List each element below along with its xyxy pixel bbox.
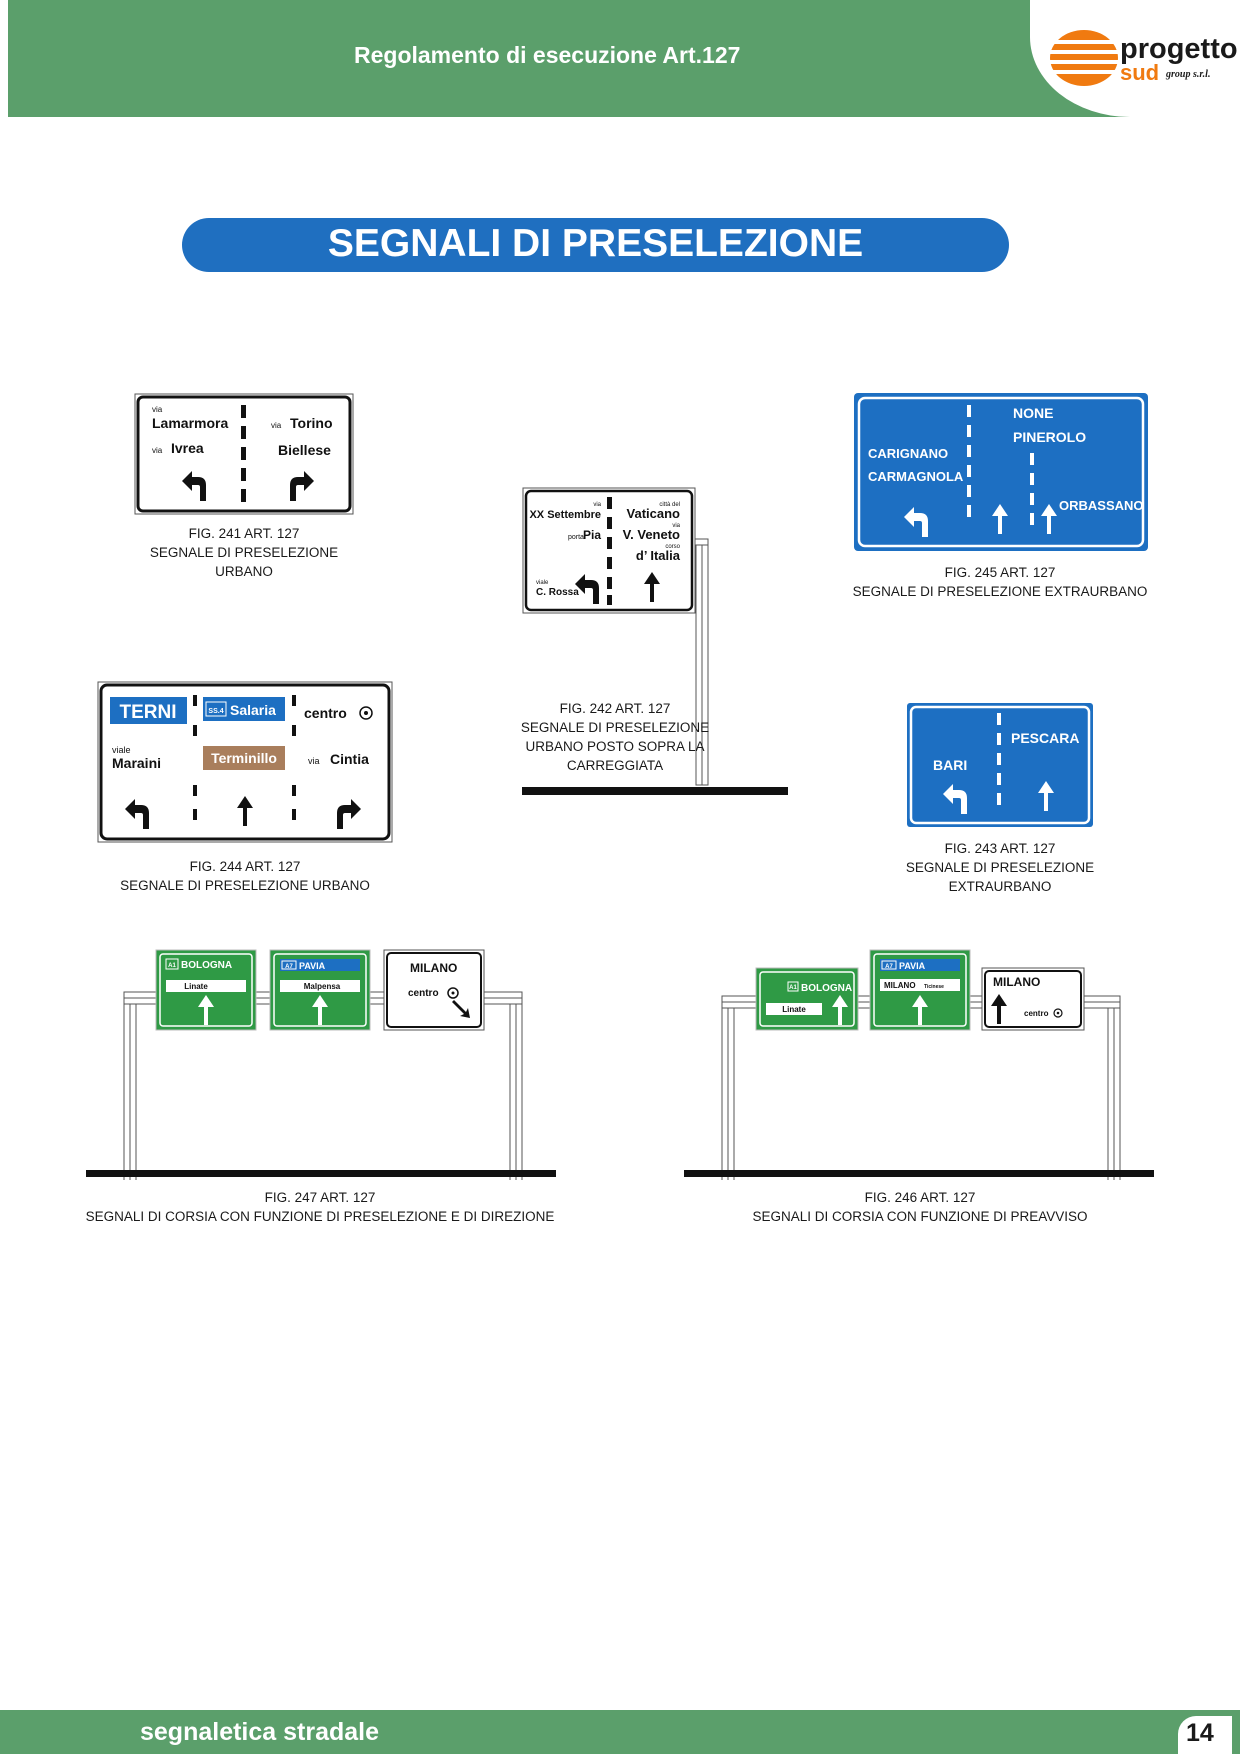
fig244-terni: TERNI xyxy=(120,702,177,723)
footer-text: segnaletica stradale xyxy=(140,1718,380,1746)
fig247-bologna: BOLOGNA xyxy=(181,960,232,971)
fig245-sign: NONE PINEROLO CARIGNANO CARMAGNOLA ORBAS… xyxy=(854,393,1148,551)
fig242-xx-settembre: XX Settembre xyxy=(529,509,601,521)
centro-target-icon xyxy=(359,706,373,720)
fig242-porta: porta xyxy=(568,534,584,541)
fig246-milano2: MILANO xyxy=(993,975,1040,989)
fig246-a7: A7 xyxy=(885,964,893,970)
page-footer xyxy=(0,1710,1240,1754)
fig241-via2: via xyxy=(271,421,282,430)
fig246-pavia: PAVIA xyxy=(899,961,926,971)
fig243-pescara: PESCARA xyxy=(1011,730,1079,746)
fig243-bari: BARI xyxy=(933,757,967,773)
logo-sud: sud xyxy=(1120,60,1160,85)
fig242-c-rossa: C. Rossa xyxy=(536,587,579,598)
fig241-lamarmora: Lamarmora xyxy=(152,415,228,431)
fig242-pia: Pia xyxy=(583,528,601,542)
fig241-torino: Torino xyxy=(290,415,333,431)
fig241-biellese: Biellese xyxy=(278,442,331,458)
fig246-ticinese: Ticinese xyxy=(924,984,944,990)
centro-target-icon xyxy=(447,987,459,999)
fig245-pinerolo: PINEROLO xyxy=(1013,429,1086,445)
fig244-via: via xyxy=(308,756,320,766)
fig244-maraini: Maraini xyxy=(112,755,161,771)
fig247-a7: A7 xyxy=(285,964,293,970)
fig244-ss4: SS.4 xyxy=(208,708,223,715)
fig246-milano: MILANO xyxy=(884,981,916,990)
fig242-viale: viale xyxy=(536,580,549,586)
fig247-malpensa: Malpensa xyxy=(304,982,341,991)
fig246-linate: Linate xyxy=(782,1005,806,1014)
fig244-terminillo: Terminillo xyxy=(211,750,277,766)
fig242-v-veneto: V. Veneto xyxy=(623,527,680,542)
fig247-milano: MILANO xyxy=(410,961,457,975)
header-title: Regolamento di esecuzione Art.127 xyxy=(354,42,741,68)
fig245-orbassano: ORBASSANO xyxy=(1059,498,1144,513)
fig242-citta-del: città del xyxy=(659,502,680,508)
fig245-carmagnola: CARMAGNOLA xyxy=(868,469,964,484)
fig247-linate: Linate xyxy=(184,982,208,991)
fig244-sign: TERNI SS.4 Salaria centro viale Maraini … xyxy=(97,681,393,843)
fig246-centro: centro xyxy=(1024,1009,1049,1018)
fig243-sign: PESCARA BARI xyxy=(907,703,1093,827)
fig244-viale: viale xyxy=(112,745,131,755)
fig247-pavia: PAVIA xyxy=(299,961,326,971)
fig242-via2: via xyxy=(672,523,680,529)
down-right-arrow-icon xyxy=(452,1000,470,1018)
fig247-gantry: A1 BOLOGNA Linate A7 PAVIA Malpensa MILA… xyxy=(86,949,556,1180)
logo-mark-icon xyxy=(1050,30,1118,86)
fig246-bologna: BOLOGNA xyxy=(801,983,852,994)
fig247-centro: centro xyxy=(408,988,439,999)
fig244-centro: centro xyxy=(304,705,347,721)
fig242-vaticano: Vaticano xyxy=(627,506,681,521)
page-title: SEGNALI DI PRESELEZIONE xyxy=(327,222,864,265)
fig241-ivrea: Ivrea xyxy=(171,440,204,456)
page-number: 14 xyxy=(1186,1719,1214,1747)
fig246-a1: A1 xyxy=(789,985,797,991)
fig246-gantry: A1 BOLOGNA Linate A7 PAVIA MILANO Ticine… xyxy=(684,949,1154,1180)
fig241-sign: via Lamarmora via Torino via Ivrea Biell… xyxy=(134,393,354,515)
logo-progetto: progetto xyxy=(1120,33,1238,65)
fig244-cintia: Cintia xyxy=(330,751,369,767)
fig242-sign: via XX Settembre città del Vaticano via … xyxy=(522,487,788,795)
fig244-salaria: Salaria xyxy=(230,702,276,718)
fig245-carignano: CARIGNANO xyxy=(868,446,948,461)
page-number-box xyxy=(1178,1716,1232,1754)
fig241-via1: via xyxy=(152,405,163,414)
title-banner xyxy=(182,218,1009,272)
fig247-a1: A1 xyxy=(168,963,176,969)
fig242-d-italia: d’ Italia xyxy=(636,548,681,563)
fig245-none: NONE xyxy=(1013,405,1053,421)
logo-group: group s.r.l. xyxy=(1166,69,1211,80)
centro-target-icon xyxy=(1053,1008,1063,1018)
fig242-via1: via xyxy=(593,502,601,508)
fig242-corso: corso xyxy=(665,544,680,550)
fig241-via3: via xyxy=(152,446,163,455)
